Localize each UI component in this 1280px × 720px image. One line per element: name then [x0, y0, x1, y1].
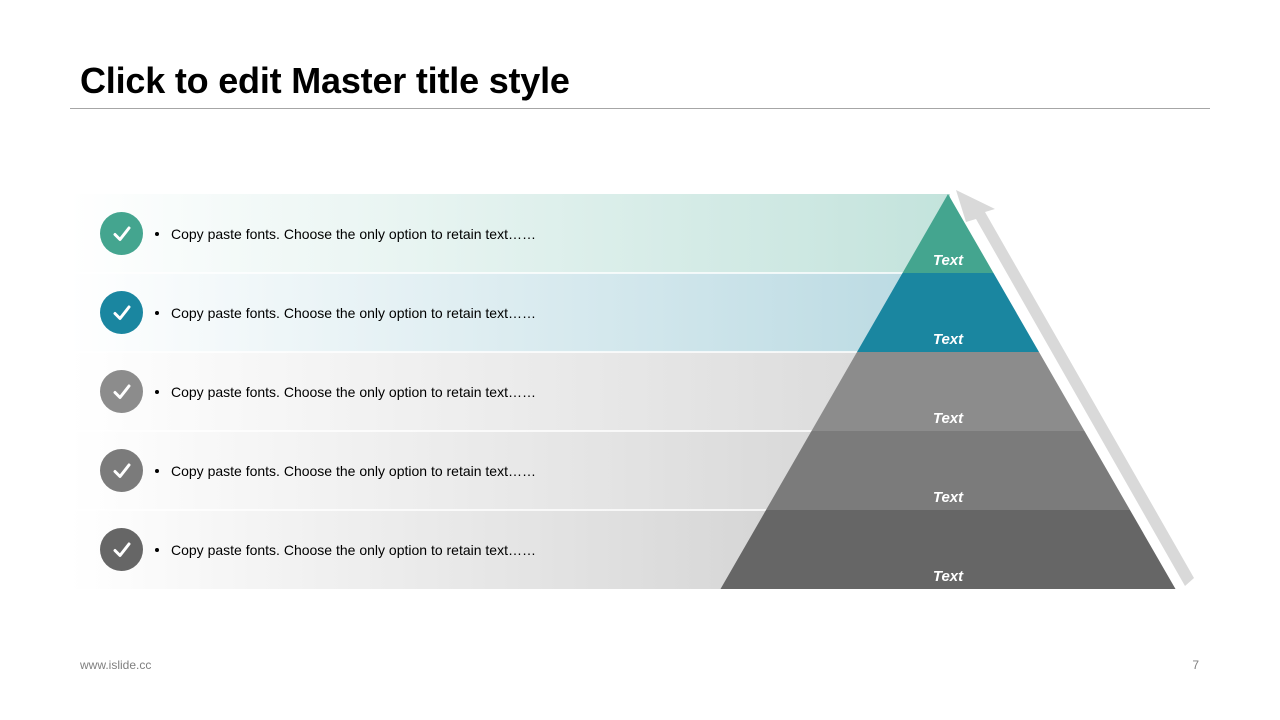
check-icon: [113, 226, 131, 242]
check-badge: [100, 212, 143, 255]
pyramid-level-label: Text: [933, 331, 964, 348]
pyramid-level-4[interactable]: [766, 431, 1130, 510]
level-band: [70, 431, 814, 510]
level-row: Copy paste fonts. Choose the only option…: [100, 291, 536, 335]
check-icon: [113, 463, 131, 479]
bullet-dot: [155, 310, 159, 315]
level-row: Copy paste fonts. Choose the only option…: [100, 528, 536, 572]
footer-url[interactable]: www.islide.cc: [80, 658, 152, 672]
pyramid-level-label: Text: [933, 489, 964, 506]
bullet-dot: [155, 389, 159, 394]
level-description[interactable]: Copy paste fonts. Choose the only option…: [171, 541, 536, 558]
bullet-dot: [155, 231, 159, 236]
pyramid-level-1[interactable]: [902, 194, 994, 273]
pyramid-level-3[interactable]: [811, 352, 1085, 431]
check-icon: [113, 305, 131, 321]
level-band: [70, 352, 859, 431]
level-row: Copy paste fonts. Choose the only option…: [100, 370, 536, 414]
level-row: Copy paste fonts. Choose the only option…: [100, 212, 536, 256]
level-band: [70, 273, 905, 352]
pyramid-level-5[interactable]: [720, 510, 1176, 589]
page-number: 7: [1192, 658, 1199, 672]
level-band: [70, 194, 950, 273]
pyramid-level-label: Text: [933, 568, 964, 585]
level-description[interactable]: Copy paste fonts. Choose the only option…: [171, 462, 536, 479]
level-description[interactable]: Copy paste fonts. Choose the only option…: [171, 383, 536, 400]
pyramid-level-label: Text: [933, 252, 964, 269]
check-badge: [100, 449, 143, 492]
check-badge: [100, 528, 143, 571]
level-description[interactable]: Copy paste fonts. Choose the only option…: [171, 304, 536, 321]
bullet-dot: [155, 547, 159, 552]
level-description[interactable]: Copy paste fonts. Choose the only option…: [171, 225, 536, 242]
title-divider: [70, 108, 1210, 109]
slide-title[interactable]: Click to edit Master title style: [80, 60, 570, 101]
pyramid-level-2[interactable]: [857, 273, 1039, 352]
check-badge: [100, 291, 143, 334]
bullet-dot: [155, 468, 159, 473]
level-band: [70, 510, 768, 589]
check-icon: [113, 542, 131, 558]
check-badge: [100, 370, 143, 413]
check-icon: [113, 384, 131, 400]
level-row: Copy paste fonts. Choose the only option…: [100, 449, 536, 493]
side-arrow: [956, 190, 1194, 586]
pyramid-level-label: Text: [933, 410, 964, 427]
